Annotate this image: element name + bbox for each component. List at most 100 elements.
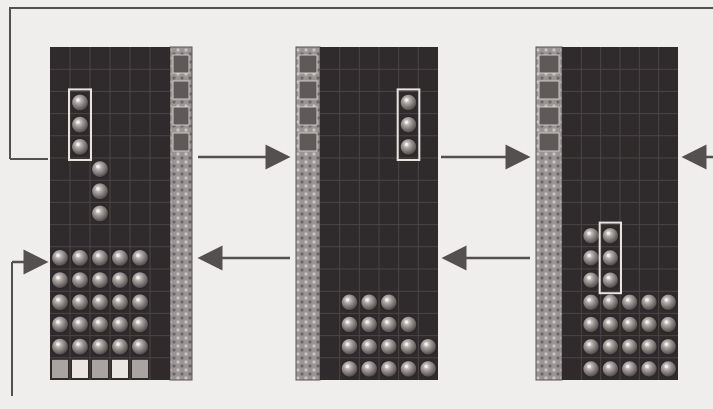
panel-1-loose-gem	[91, 182, 109, 201]
panel-2-stack-gem	[340, 293, 359, 312]
connector-top-loop	[9, 7, 713, 159]
panel-3	[535, 46, 678, 381]
panels-group	[50, 46, 678, 381]
panel-2-stack-gem-shine	[345, 320, 350, 324]
panel-3-stack-gem	[582, 249, 600, 267]
panel-1-loose-gem-shine	[96, 209, 100, 213]
panel-3-side-box	[538, 54, 560, 74]
panel-1-falling-gem-shine	[76, 98, 80, 102]
panel-1-bottom-tile	[132, 359, 148, 378]
panel-1-stack-gem-shine	[96, 320, 100, 324]
panel-2-stack-gem-shine	[365, 320, 369, 324]
panel-1-stack-gem	[91, 249, 109, 267]
panel-2-stack-gem	[380, 337, 398, 356]
panel-3-side-box	[538, 106, 560, 126]
panel-3-falling-gem	[601, 249, 619, 267]
panel-2-stack-gem-shine	[365, 298, 369, 302]
panel-3-stack-gem-shine	[606, 298, 611, 302]
panel-2-stack-gem	[419, 337, 437, 356]
panel-1-stack-gem-shine	[56, 253, 60, 258]
panel-1-stack-gem	[51, 315, 69, 334]
panel-3-falling-gem-shine	[606, 231, 611, 236]
panel-1-stack-gem-shine	[76, 320, 80, 324]
panel-3-stack-gem	[582, 360, 600, 378]
panel-2-stack-gem-shine	[365, 342, 369, 347]
panel-1-stack-gem-shine	[116, 342, 120, 347]
connector-lines	[9, 7, 713, 396]
panel-3-stack-gem	[601, 315, 619, 334]
panel-1-stack-gem-shine	[116, 297, 120, 302]
panel-3-stack-gem	[601, 338, 619, 356]
panel-2-stack-gem	[360, 315, 378, 334]
panel-1-stack-gem	[91, 271, 109, 290]
panel-2-falling-gem-shine	[404, 120, 409, 125]
panel-3-falling-gem	[601, 227, 619, 245]
panel-1-stack-gem-shine	[96, 342, 100, 347]
panel-1-stack-gem-shine	[96, 275, 100, 280]
panel-2-stack-gem	[399, 315, 418, 334]
panel-1-stack-gem-shine	[96, 253, 100, 258]
panel-1-stack-gem	[51, 337, 69, 356]
panel-2-stack-gem-shine	[365, 364, 369, 369]
panel-3-stack-gem-shine	[664, 298, 669, 302]
panel-1-side-box	[172, 106, 190, 126]
panel-2-stack-gem	[399, 360, 418, 378]
panel-1-stack-gem	[131, 249, 149, 267]
panel-1-stack-gem-shine	[76, 275, 80, 280]
panel-2-stack-gem-shine	[384, 298, 389, 302]
panel-1-loose-gem	[91, 204, 109, 223]
panel-2-stack-gem-shine	[404, 364, 409, 369]
panel-3-stack-gem	[659, 315, 677, 334]
panel-1-stack-gem	[51, 249, 69, 267]
panel-3-stack-gem	[582, 338, 600, 356]
panel-2-stack-gem	[340, 360, 359, 378]
panel-2	[295, 46, 438, 381]
panel-3-stack-gem	[582, 227, 600, 245]
panel-2-stack-gem-shine	[345, 298, 350, 302]
panel-1-stack-gem	[71, 293, 89, 312]
panel-3-stack-gem	[621, 293, 639, 311]
panel-2-stack-gem	[360, 337, 378, 356]
panel-3-stack-gem-shine	[664, 342, 669, 347]
panel-3-stack-gem-shine	[664, 364, 669, 369]
panel-3-stack-gem-shine	[645, 364, 649, 369]
panel-1-stack-gem-shine	[56, 275, 60, 280]
panel-3-stack-gem-shine	[587, 342, 591, 347]
panel-2-stack-gem-shine	[404, 342, 409, 347]
panel-2-stack-gem	[419, 360, 437, 378]
panel-2-falling-highlight-box	[396, 88, 421, 161]
panel-1-falling-gem	[71, 138, 89, 156]
panel-1-stack-gem-shine	[96, 297, 100, 302]
panel-1-stack-gem	[91, 315, 109, 334]
panel-1-stack-gem-shine	[136, 253, 140, 258]
panel-3-side-strip	[535, 46, 563, 381]
panel-3-falling-gem-shine	[606, 253, 611, 258]
panel-1-bottom-tile	[72, 359, 88, 378]
panel-3-stack-gem	[582, 315, 600, 334]
panel-3-stack-gem	[582, 271, 600, 289]
panel-2-stack-gem-shine	[384, 342, 389, 347]
panel-1-falling-gem-shine	[76, 142, 80, 147]
panel-2-falling-gem-shine	[404, 142, 409, 147]
panel-2-stack-gem	[399, 337, 418, 356]
panel-2-side-box	[298, 54, 318, 74]
panel-1-stack-gem-shine	[116, 253, 120, 258]
panel-1-falling-gem-shine	[76, 120, 80, 125]
panel-2-stack-gem	[380, 360, 398, 378]
panel-2-stack-gem	[380, 293, 398, 312]
panel-1-stack-gem-shine	[136, 297, 140, 302]
panel-1-stack-gem	[71, 249, 89, 267]
panel-1-side-box	[172, 54, 190, 74]
panel-3-stack-gem	[640, 338, 658, 356]
panel-3-stack-gem	[659, 360, 677, 378]
panel-2-falling-gem	[399, 138, 418, 156]
panel-1-stack-gem	[91, 293, 109, 312]
panel-1-loose-gem-shine	[96, 164, 100, 169]
panel-1-falling-gem	[71, 93, 89, 112]
panel-1-stack-gem-shine	[76, 342, 80, 347]
panel-3-stack-gem-shine	[645, 320, 649, 324]
panel-3-stack-gem	[621, 338, 639, 356]
panel-1-stack-gem-shine	[116, 275, 120, 280]
